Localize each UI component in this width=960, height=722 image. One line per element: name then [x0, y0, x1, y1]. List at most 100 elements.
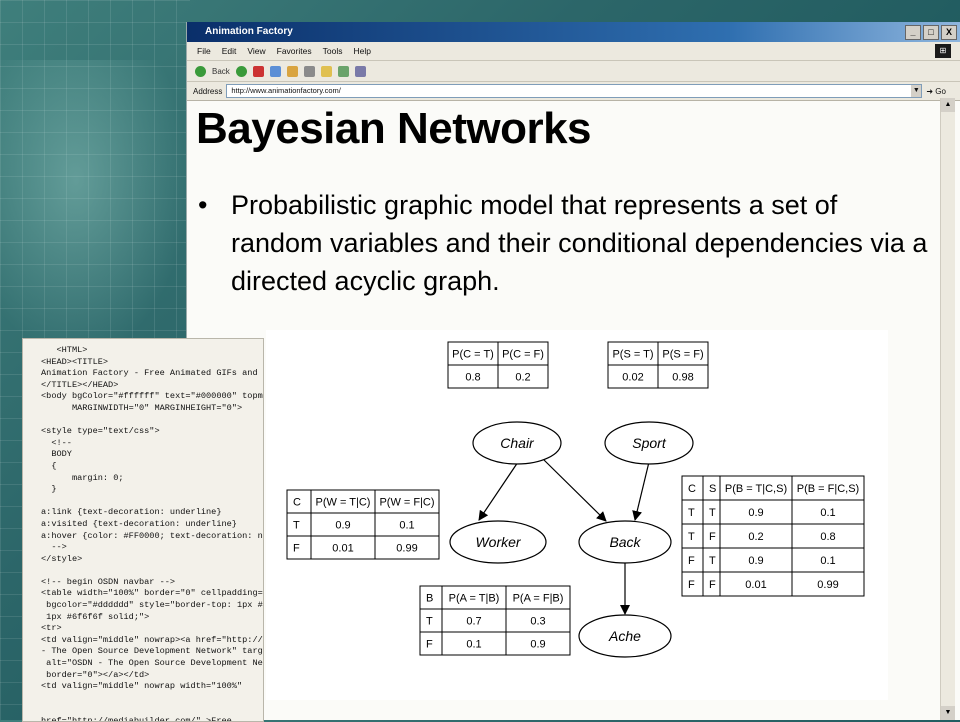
table_worker-cell: 0.99: [396, 543, 417, 555]
table_sport-cell: 0.98: [672, 372, 693, 384]
menu-view[interactable]: View: [247, 46, 266, 56]
table_back-header-cell: P(B = F|C,S): [797, 483, 859, 495]
table_worker-header-cell: C: [293, 497, 301, 509]
menu-help[interactable]: Help: [353, 46, 371, 56]
table_ache-border: [419, 585, 571, 656]
node-ache-label: Ache: [608, 628, 641, 644]
menu-tools[interactable]: Tools: [322, 46, 343, 56]
table_back-cell: F: [709, 579, 716, 591]
table_worker-border: [286, 489, 440, 560]
toolbar: Back: [187, 61, 960, 82]
menu-favorites[interactable]: Favorites: [276, 46, 312, 56]
table_back-cell: 0.1: [820, 555, 835, 567]
table_worker-cell: 0.01: [332, 543, 353, 555]
table_chair-header-cell: P(C = T): [452, 349, 494, 361]
address-input[interactable]: http://www.animationfactory.com/ ▼: [226, 84, 923, 98]
maximize-button[interactable]: □: [923, 25, 939, 40]
table_back-cell: 0.01: [745, 579, 766, 591]
stop-icon[interactable]: [252, 65, 264, 77]
chevron-down-icon[interactable]: ▼: [911, 85, 922, 97]
table_back-cell: 0.2: [748, 531, 763, 543]
table_ache-header-cell: B: [426, 593, 433, 605]
windows-logo-icon: ⊞: [935, 44, 951, 58]
window-controls: _ □ X: [905, 25, 957, 40]
scroll-up-icon[interactable]: ▲: [941, 98, 955, 112]
back-button-label[interactable]: Back: [212, 66, 230, 76]
table_back-cell: F: [688, 555, 695, 567]
scroll-down-icon[interactable]: ▼: [941, 706, 955, 720]
table_ache-header-cell: P(A = F|B): [513, 593, 564, 605]
go-button-label: Go: [935, 86, 946, 96]
back-arrow-icon[interactable]: [195, 65, 206, 77]
node-ache: Ache: [578, 614, 672, 658]
node-worker-label: Worker: [475, 534, 521, 550]
table_ache-header-cell: P(A = T|B): [449, 593, 500, 605]
html-source-panel: <HTML> <HEAD><TITLE> Animation Factory -…: [22, 338, 264, 722]
edge-sport-back: [632, 461, 650, 521]
mail-icon[interactable]: [354, 65, 366, 77]
table_worker-header-cell: P(W = T|C): [316, 497, 371, 509]
bullet-text: Probabilistic graphic model that represe…: [231, 190, 928, 296]
table_back-border: [681, 475, 865, 597]
forward-arrow-icon[interactable]: [235, 65, 247, 77]
minimize-button[interactable]: _: [905, 25, 921, 40]
address-label: Address: [193, 86, 223, 96]
go-button[interactable]: ➜ Go: [926, 86, 946, 96]
table_ache-cell: 0.9: [530, 639, 545, 651]
table_back-cell: T: [709, 507, 716, 519]
table_back-header-cell: P(B = T|C,S): [725, 483, 787, 495]
table_back-cell: T: [688, 507, 695, 519]
table_worker-cell: 0.1: [399, 520, 414, 532]
bullet-point: • Probabilistic graphic model that repre…: [198, 186, 928, 300]
table_chair-header-cell: P(C = F): [502, 349, 544, 361]
history-icon[interactable]: [337, 65, 349, 77]
table_back-header-cell: S: [709, 483, 716, 495]
table_back-header-cell: C: [688, 483, 696, 495]
table_back-cell: 0.99: [817, 579, 838, 591]
edge-chair-worker: [478, 461, 519, 521]
table_worker-cell: 0.9: [335, 520, 350, 532]
browser-title: Animation Factory: [205, 26, 293, 37]
table_back-cell: 0.9: [748, 507, 763, 519]
favorites-icon[interactable]: [320, 65, 332, 77]
node-back: Back: [578, 520, 672, 564]
url-text: http://www.animationfactory.com/: [231, 86, 341, 95]
table_back-cell: 0.1: [820, 507, 835, 519]
menu-edit[interactable]: Edit: [221, 46, 237, 56]
table_ache-cell: 0.1: [466, 639, 481, 651]
menu-file[interactable]: File: [197, 46, 211, 56]
table_back-cell: F: [709, 531, 716, 543]
refresh-icon[interactable]: [269, 65, 281, 77]
node-sport: Sport: [604, 421, 694, 465]
node-chair-label: Chair: [500, 435, 535, 451]
bullet-icon: •: [198, 190, 208, 220]
edge-chair-back: [543, 459, 607, 522]
html-source-text: <HTML> <HEAD><TITLE> Animation Factory -…: [41, 345, 263, 722]
search-icon[interactable]: [303, 65, 315, 77]
table_ache-cell: 0.7: [466, 616, 481, 628]
vertical-scrollbar[interactable]: ▲ ▼: [940, 98, 955, 720]
node-back-label: Back: [609, 534, 641, 550]
table_worker-cell: F: [293, 543, 300, 555]
browser-titlebar: Animation Factory _ □ X: [187, 22, 960, 42]
node-worker: Worker: [449, 520, 547, 564]
node-chair: Chair: [472, 421, 562, 465]
table_sport-header-cell: P(S = T): [612, 349, 653, 361]
table_ache-cell: 0.3: [530, 616, 545, 628]
node-sport-label: Sport: [632, 435, 667, 451]
menu-bar: File Edit View Favorites Tools Help ⊞: [187, 42, 960, 61]
table_chair-cell: 0.2: [515, 372, 530, 384]
bayesian-network-diagram: Chair Sport Worker Back Ache P(C = T) P(C…: [266, 330, 888, 700]
table_back-cell: T: [688, 531, 695, 543]
table_back-cell: 0.9: [748, 555, 763, 567]
table_back-cell: F: [688, 579, 695, 591]
close-button[interactable]: X: [941, 25, 957, 40]
home-icon[interactable]: [286, 65, 298, 77]
table_ache-cell: T: [426, 616, 433, 628]
table_worker-header-cell: P(W = F|C): [379, 497, 434, 509]
